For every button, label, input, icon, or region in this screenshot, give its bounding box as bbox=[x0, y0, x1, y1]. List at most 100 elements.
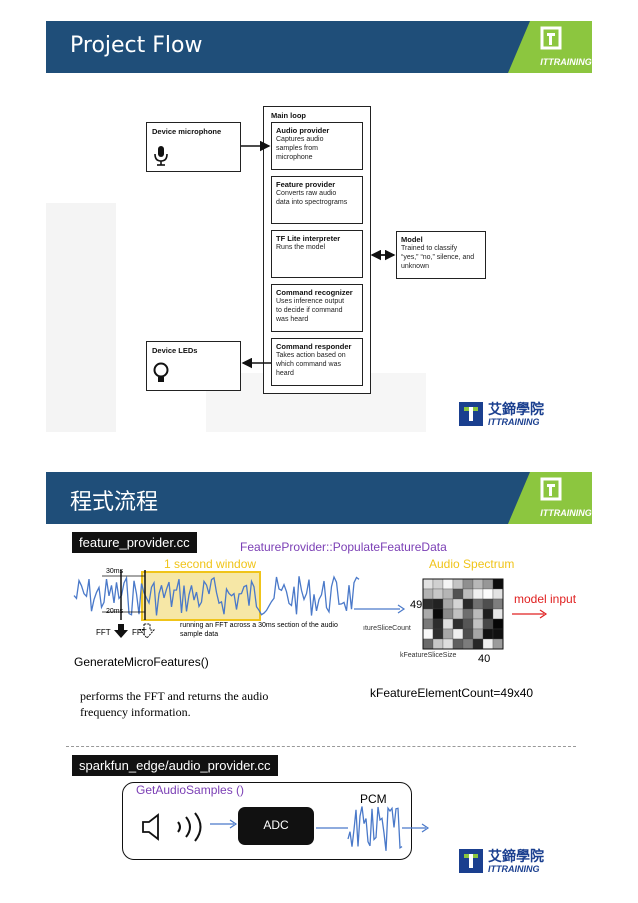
stage-desc-line: Runs the model bbox=[276, 244, 326, 251]
spectrogram-cell bbox=[432, 628, 444, 640]
feature-provider-box: Feature provider Converts raw audio data… bbox=[271, 176, 363, 224]
brand-cn: 艾鍗學院 bbox=[488, 402, 544, 418]
device-leds-label: Device LEDs bbox=[152, 346, 198, 355]
spectrogram-cell bbox=[462, 578, 474, 590]
adc-label: ADC bbox=[263, 818, 289, 832]
stage-desc-line: Captures audio bbox=[276, 136, 324, 143]
speaker-icon bbox=[142, 813, 159, 841]
spectrogram-cell bbox=[422, 638, 434, 650]
one-second-window bbox=[141, 571, 261, 621]
spectrogram-cell bbox=[472, 628, 484, 640]
ittraining-logo-icon: ITTRAINING bbox=[508, 472, 592, 524]
spectrogram-cell bbox=[482, 638, 494, 650]
stage-desc-line: Uses inference output bbox=[276, 298, 345, 305]
arrow-to-adc bbox=[210, 819, 238, 829]
ms30-label: 30ms bbox=[106, 568, 124, 575]
stage-desc-line: microphone bbox=[276, 153, 313, 161]
brand-logo: 艾鍗學院 ITTRAINING bbox=[458, 846, 570, 876]
spectrogram-cell bbox=[492, 618, 504, 630]
model-input-arrow-icon bbox=[512, 609, 548, 619]
section-divider bbox=[66, 746, 576, 747]
spectrogram-cell bbox=[492, 628, 504, 640]
spectrogram-cell bbox=[432, 588, 444, 600]
spectrogram-cell bbox=[452, 628, 464, 640]
slide-header: Project Flow ITTRAINING bbox=[46, 21, 592, 73]
spectrogram-cell bbox=[432, 638, 444, 650]
ms20-label: 20ms bbox=[106, 608, 124, 615]
spectrogram-cell bbox=[472, 598, 484, 610]
brand-logo: 艾鍗學院 ITTRAINING bbox=[458, 399, 570, 429]
stage-title: Command responder bbox=[276, 342, 352, 351]
svg-text:ITTRAINING: ITTRAINING bbox=[540, 508, 592, 518]
adc-block: ADC bbox=[238, 807, 314, 845]
feature-provider-file-label: feature_provider.cc bbox=[72, 532, 197, 553]
fft-description-line: frequency information. bbox=[80, 705, 191, 719]
get-audio-samples-label: GetAudioSamples () bbox=[136, 783, 245, 797]
pcm-waveform bbox=[316, 806, 430, 851]
sound-waves-icon bbox=[177, 812, 202, 842]
spectrogram-cell bbox=[482, 608, 494, 620]
background-watermark bbox=[46, 203, 426, 432]
slice-count-label: ıtureSliceCount bbox=[363, 625, 411, 632]
svg-text:ITTRAINING: ITTRAINING bbox=[540, 57, 592, 67]
spectrogram-cell bbox=[462, 598, 474, 610]
fft-label-2: FFT bbox=[132, 628, 147, 637]
fft-note-line: running an FFT across a 30ms section of … bbox=[180, 622, 338, 629]
spectrogram-cell bbox=[492, 638, 504, 650]
spectrogram-cell bbox=[442, 598, 454, 610]
spectrogram-cell bbox=[432, 578, 444, 590]
stage-title: Command recognizer bbox=[276, 288, 353, 297]
stage-title: Audio provider bbox=[276, 126, 330, 135]
audio-provider-box: Audio provider Captures audio samples fr… bbox=[271, 122, 363, 170]
spectrogram-cell bbox=[452, 608, 464, 620]
spectrogram-cell bbox=[452, 578, 464, 590]
spectrogram-border bbox=[422, 578, 504, 650]
fft-label-1: FFT bbox=[96, 628, 111, 637]
spectrogram-cell bbox=[472, 588, 484, 600]
ittraining-logo-icon bbox=[459, 849, 483, 873]
spectrogram-cell bbox=[442, 618, 454, 630]
slide-title: Project Flow bbox=[70, 33, 203, 58]
ittraining-logo-icon bbox=[459, 402, 483, 426]
spectrogram-cell bbox=[482, 618, 494, 630]
spectrogram-cell bbox=[422, 618, 434, 630]
spectrogram-cell bbox=[492, 598, 504, 610]
spectrogram-cell bbox=[482, 628, 494, 640]
spectrogram-cell bbox=[452, 588, 464, 600]
stage-title: Feature provider bbox=[276, 180, 336, 189]
arrow-to-spectrum bbox=[354, 604, 406, 614]
device-microphone-label: Device microphone bbox=[152, 127, 222, 136]
spectrogram-cell bbox=[472, 578, 484, 590]
spectrogram-grid bbox=[422, 578, 504, 650]
slide-program-flow: 程式流程 ITTRAINING feature_provider.cc Feat… bbox=[46, 472, 592, 884]
slide-project-flow: Project Flow ITTRAINING Main loop Audio … bbox=[46, 21, 592, 432]
spectrogram-cell bbox=[442, 578, 454, 590]
one-second-window-label: 1 second window bbox=[164, 557, 257, 571]
slide-header: 程式流程 ITTRAINING bbox=[46, 472, 592, 524]
spectrogram-cell bbox=[492, 578, 504, 590]
model-input-label: model input bbox=[514, 592, 577, 606]
stage-desc-line: samples from bbox=[276, 144, 319, 152]
brand-en: ITTRAINING bbox=[488, 864, 540, 874]
spectrogram-cell bbox=[462, 618, 474, 630]
spectrogram-cell bbox=[452, 598, 464, 610]
stage-desc-line: was heard bbox=[276, 315, 309, 323]
spectrogram-cell bbox=[462, 638, 474, 650]
brand-en: ITTRAINING bbox=[488, 417, 540, 427]
microphone-icon bbox=[154, 146, 168, 166]
device-leds-box: Device LEDs bbox=[146, 341, 241, 391]
spectrogram-cell bbox=[422, 598, 434, 610]
stage-desc-line: which command was bbox=[276, 360, 341, 368]
spectrogram-cell bbox=[482, 588, 494, 600]
spectrogram-cell bbox=[422, 608, 434, 620]
spectrogram-cell bbox=[442, 628, 454, 640]
spectrogram-cell bbox=[422, 628, 434, 640]
fft-arrow-dashed-icon bbox=[138, 623, 156, 639]
spectrogram-cell bbox=[442, 588, 454, 600]
tf-lite-interpreter-box: TF Lite interpreter Runs the model bbox=[271, 230, 363, 278]
spectrogram-cell bbox=[472, 608, 484, 620]
stage-title: TF Lite interpreter bbox=[276, 234, 341, 243]
ittraining-logo-icon: ITTRAINING bbox=[508, 21, 592, 73]
spectrogram-cell bbox=[462, 588, 474, 600]
spectrogram-cell bbox=[442, 638, 454, 650]
